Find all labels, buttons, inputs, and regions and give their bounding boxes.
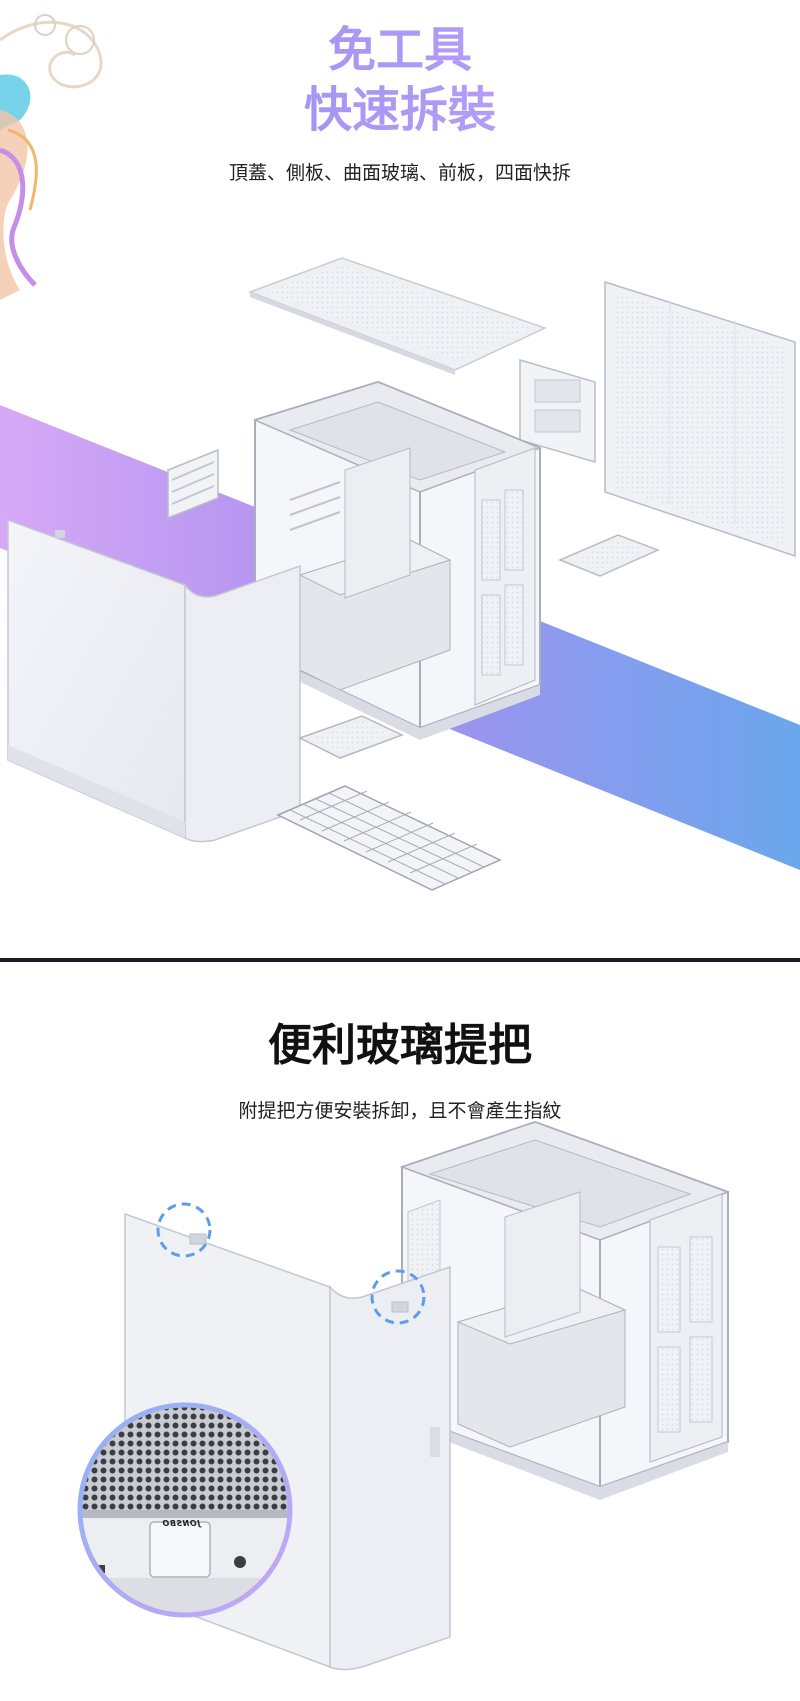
section-tool-free: 免工具 快速拆裝 頂蓋、側板、曲面玻璃、前板，四面快拆 — [0, 14, 800, 891]
pci-slot-covers — [167, 448, 219, 520]
section-glass-handle: 便利玻璃提把 附提把方便安裝拆卸，且不會產生指紋 JONSBO — [0, 962, 800, 1701]
title-line-1: 免工具 — [0, 22, 800, 78]
case-chassis — [399, 1120, 731, 1500]
title-line-2: 快速拆裝 — [0, 82, 800, 138]
bottom-grille — [276, 785, 502, 891]
handle-callout-circle — [156, 1202, 212, 1258]
subtitle-tool-free: 頂蓋、側板、曲面玻璃、前板，四面快拆 — [228, 162, 571, 184]
zoom-logo-text: JONSBO — [161, 1519, 201, 1528]
psu-mount-plate — [298, 715, 404, 759]
decorative-swirl-artwork — [0, 14, 103, 300]
drive-bracket — [519, 358, 596, 464]
top-panel — [247, 257, 547, 375]
right-side-panel — [604, 280, 796, 558]
handle-callout-circle — [370, 1269, 426, 1325]
title-glass-handle: 便利玻璃提把 — [268, 1020, 532, 1071]
main-chassis-frame — [252, 380, 543, 740]
glass-handle-illustration — [77, 1120, 731, 1671]
ssd-tray — [558, 534, 660, 577]
glass-handle — [391, 1301, 409, 1313]
subtitle-glass-handle: 附提把方便安裝拆卸，且不會產生指紋 — [238, 1100, 562, 1122]
section-divider — [0, 958, 800, 962]
exploded-case-illustration — [0, 14, 800, 891]
glass-handle — [189, 1233, 207, 1245]
